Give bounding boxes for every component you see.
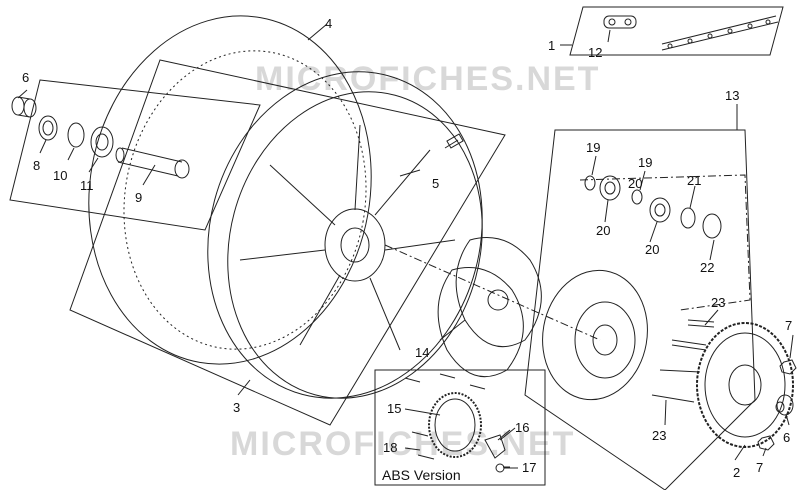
sprocket-carrier-frame: [524, 129, 756, 490]
callout-21: 21: [687, 173, 701, 188]
carrier-sub-frame: [579, 174, 751, 311]
nut-part-top: [779, 359, 797, 375]
chain-kit-group: [560, 6, 784, 56]
wheel-frame: [69, 59, 506, 426]
bearing-part: [90, 126, 114, 158]
spacer-part-right: [775, 394, 794, 416]
leader-lines: [17, 23, 794, 468]
callout-6-right: 6: [783, 430, 790, 445]
rim-part: [207, 71, 483, 399]
chain-part: [661, 15, 779, 51]
sprocket-carrier-part: [542, 269, 648, 401]
callout-5: 5: [432, 176, 439, 191]
axle-sleeve-part: [115, 147, 190, 179]
callout-14: 14: [415, 345, 429, 360]
callout-11: 11: [80, 178, 94, 193]
callout-19-left: 19: [586, 140, 600, 155]
carrier-bearing-left: [584, 175, 621, 201]
studs-part: [651, 319, 715, 403]
abs-sensor: [484, 427, 516, 459]
carrier-bearing-right: [631, 189, 671, 223]
callout-9: 9: [135, 190, 142, 205]
watermark-bottom: MICROFICHES.NET: [230, 425, 575, 463]
callout-12: 12: [588, 45, 602, 60]
callout-3: 3: [233, 400, 240, 415]
callout-10: 10: [53, 168, 67, 183]
callout-22: 22: [700, 260, 714, 275]
callout-19-right: 19: [638, 155, 652, 170]
abs-group: [374, 369, 546, 486]
callout-4: 4: [325, 16, 332, 31]
abs-screw: [495, 463, 518, 473]
circlip-part: [67, 122, 85, 148]
callout-15: 15: [387, 401, 401, 416]
valve-part: [444, 133, 464, 149]
chain-link-part: [603, 15, 637, 43]
sprocket-part: [696, 322, 794, 448]
nut-part-bottom: [757, 435, 775, 451]
wheel-axis-line: [384, 244, 601, 341]
callout-16: 16: [515, 420, 529, 435]
sprocket-carrier-group: [524, 129, 756, 490]
spacer-part: [11, 96, 37, 118]
callout-1: 1: [548, 38, 555, 53]
carrier-circlip: [680, 207, 696, 229]
callout-18: 18: [383, 440, 397, 455]
abs-frame: [374, 369, 546, 486]
callout-labels: 1 2 3 4 5 6 6 7 7 8 9 10 11 12 13 14 15 …: [22, 16, 792, 483]
abs-version-label: ABS Version: [382, 467, 461, 483]
callout-17: 17: [522, 460, 536, 475]
watermark-top: MICROFICHES.NET: [255, 60, 600, 98]
callout-20-left: 20: [596, 223, 610, 238]
callout-7-bottom: 7: [756, 460, 763, 475]
watermark-layer: MICROFICHES.NET MICROFICHES.NET: [230, 60, 600, 463]
callout-13: 13: [725, 88, 739, 103]
callout-23-top: 23: [711, 295, 725, 310]
callout-20-mid: 20: [628, 176, 642, 191]
axle-assembly-group: [9, 79, 261, 231]
callout-2: 2: [733, 465, 740, 480]
callout-6-left: 6: [22, 70, 29, 85]
seal-part: [38, 115, 58, 141]
tyre-part: [88, 15, 372, 365]
carrier-seal: [702, 213, 722, 239]
callout-23-bottom: 23: [652, 428, 666, 443]
callout-8: 8: [33, 158, 40, 173]
axle-assembly-frame: [9, 79, 261, 231]
abs-bolts: [404, 373, 486, 460]
abs-tone-ring: [428, 392, 482, 458]
callout-20-right: 20: [645, 242, 659, 257]
cush-drive-part: [437, 237, 542, 378]
callout-7-top: 7: [785, 318, 792, 333]
chain-kit-frame: [569, 6, 784, 56]
